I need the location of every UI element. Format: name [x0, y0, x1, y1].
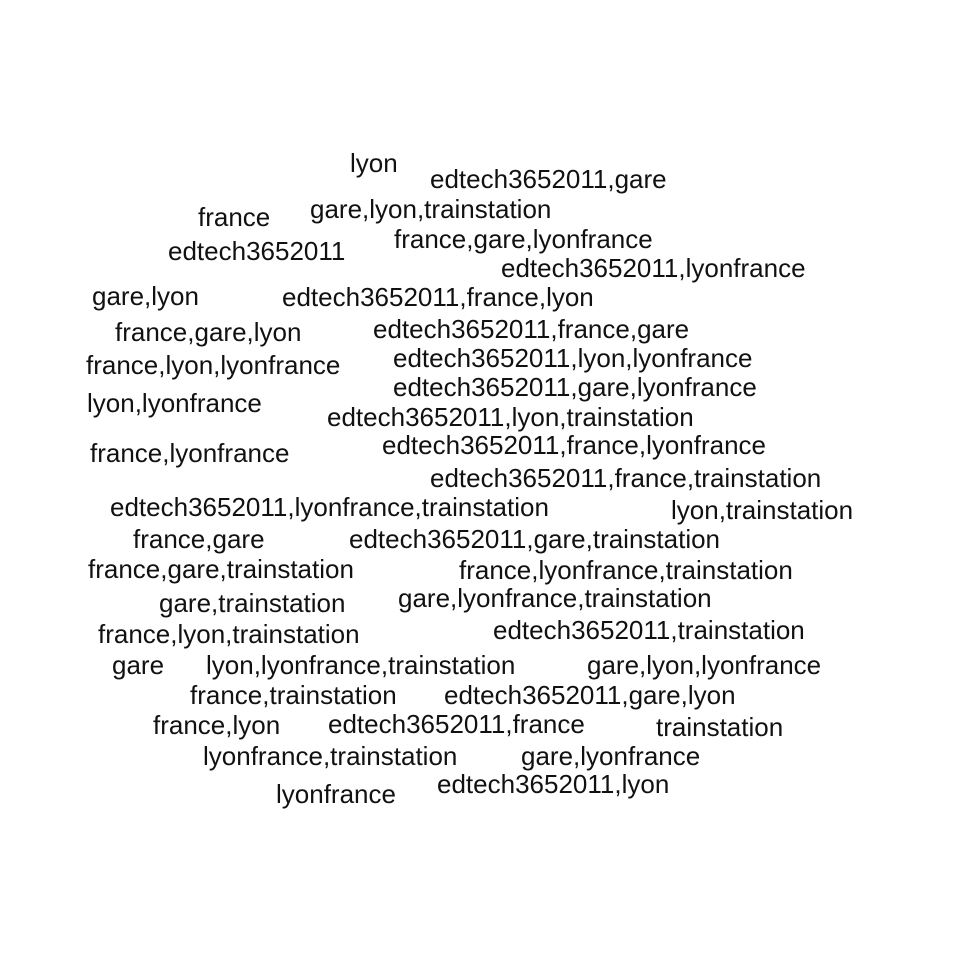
- word-22: edtech3652011,gare,trainstation: [349, 524, 721, 554]
- word-13: edtech3652011,gare,lyonfrance: [393, 372, 757, 402]
- word-24: france,lyonfrance,trainstation: [459, 555, 793, 585]
- word-1: edtech3652011,gare: [430, 164, 667, 194]
- word-12: edtech3652011,lyon,lyonfrance: [393, 343, 753, 373]
- word-36: trainstation: [656, 712, 784, 742]
- word-3: gare,lyon,trainstation: [310, 194, 552, 224]
- word-11: france,lyon,lyonfrance: [86, 350, 341, 380]
- word-25: gare,trainstation: [159, 588, 346, 618]
- word-39: lyonfrance: [276, 779, 396, 809]
- word-20: lyon,trainstation: [671, 495, 854, 525]
- word-17: edtech3652011,france,lyonfrance: [382, 430, 767, 460]
- word-35: edtech3652011,france: [328, 709, 585, 739]
- word-15: edtech3652011,lyon,trainstation: [327, 402, 694, 432]
- word-32: france,trainstation: [190, 680, 397, 710]
- word-23: france,gare,trainstation: [88, 554, 354, 584]
- word-6: edtech3652011,lyonfrance: [501, 253, 806, 283]
- word-9: france,gare,lyon: [115, 317, 302, 347]
- word-7: gare,lyon: [92, 281, 199, 311]
- word-30: lyon,lyonfrance,trainstation: [206, 650, 516, 680]
- word-0: lyon: [350, 148, 398, 178]
- word-37: lyonfrance,trainstation: [203, 741, 458, 771]
- word-21: france,gare: [133, 524, 265, 554]
- word-19: edtech3652011,lyonfrance,trainstation: [110, 492, 549, 522]
- word-29: gare: [112, 650, 165, 680]
- word-28: edtech3652011,trainstation: [493, 615, 805, 645]
- word-5: france,gare,lyonfrance: [394, 224, 653, 254]
- word-31: gare,lyon,lyonfrance: [587, 650, 822, 680]
- word-26: gare,lyonfrance,trainstation: [398, 583, 712, 613]
- word-33: edtech3652011,gare,lyon: [444, 680, 736, 710]
- word-14: lyon,lyonfrance: [87, 388, 262, 418]
- word-27: france,lyon,trainstation: [98, 619, 360, 649]
- word-10: edtech3652011,france,gare: [373, 314, 690, 344]
- word-18: edtech3652011,france,trainstation: [430, 463, 822, 493]
- word-34: france,lyon: [153, 710, 281, 740]
- word-38: gare,lyonfrance: [521, 741, 701, 771]
- word-2: france: [198, 202, 271, 232]
- word-8: edtech3652011,france,lyon: [282, 282, 594, 312]
- word-16: france,lyonfrance: [90, 438, 290, 468]
- word-4: edtech3652011: [168, 236, 346, 266]
- word-40: edtech3652011,lyon: [437, 769, 670, 799]
